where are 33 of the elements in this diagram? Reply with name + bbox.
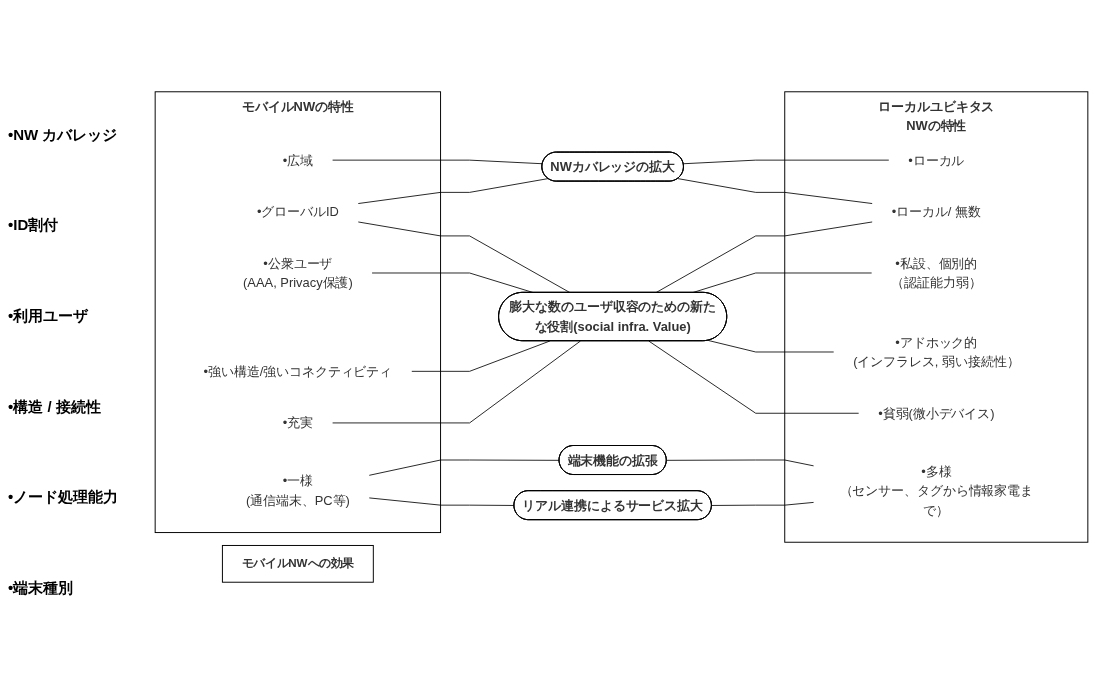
node-text: •強い構造/強いコネクティビティ [203, 364, 393, 379]
node-text: •公衆ユーザ (AAA, Privacy保護) [243, 256, 353, 290]
connector [357, 221, 571, 294]
connector [368, 459, 560, 476]
node-text: •アドホック的 (インフラレス, 弱い接続性） [853, 335, 1020, 369]
node-text: •私設、個別的 （認証能力弱） [891, 256, 982, 290]
row-label: •ノード処理能力 [8, 488, 120, 508]
node-text: •グローバルID [256, 204, 339, 219]
row-label: •端末種別 [8, 579, 75, 599]
node-box: モバイルNWへの効果 [221, 544, 374, 583]
connector [368, 497, 515, 506]
connector [707, 340, 835, 353]
connector [331, 340, 581, 424]
node-text: •ローカル [908, 153, 965, 168]
node-text: •多様 （センサー、タグから情報家電まで） [839, 464, 1034, 518]
node-text: •広域 [282, 153, 314, 168]
connector [683, 159, 890, 165]
node-text: •充実 [282, 415, 314, 431]
connector [357, 178, 549, 204]
row-label: •構造 / 接続性 [8, 397, 102, 417]
row-label: •利用ユーザ [8, 307, 90, 327]
connector [655, 221, 873, 294]
connector [648, 340, 860, 414]
connector [666, 459, 815, 467]
row-label: •ID割付 [8, 216, 60, 236]
connector [711, 501, 815, 506]
connector [331, 159, 543, 165]
node-text: •一様 (通信端末、PC等) [245, 473, 350, 508]
node-text: •ローカル/ 無数 [891, 204, 981, 219]
connector [677, 178, 873, 204]
connector [411, 340, 551, 372]
node-text: •貧弱(微小デバイス) [878, 406, 995, 421]
row-label: •NW カバレッジ [8, 125, 119, 145]
